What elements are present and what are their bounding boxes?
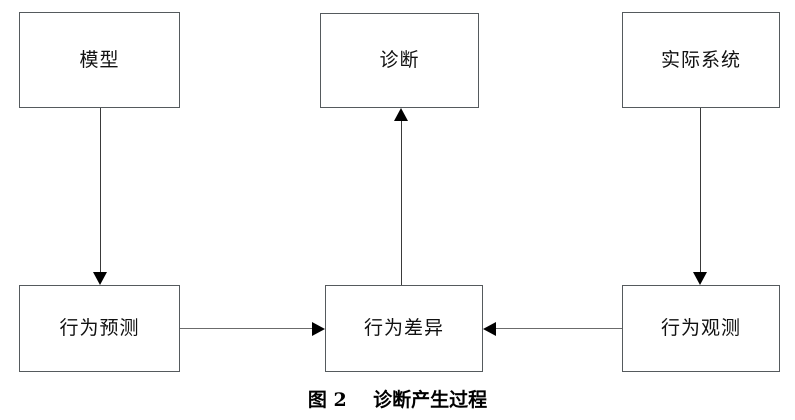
node-real-system: 实际系统	[622, 12, 780, 108]
node-behavior-prediction: 行为预测	[19, 285, 180, 372]
node-real-system-label: 实际系统	[660, 48, 741, 71]
node-diagnosis: 诊断	[320, 13, 479, 108]
edge-behavior-prediction-to-behavior-difference-line	[180, 328, 313, 329]
edge-real-system-to-behavior-observation-line	[700, 108, 701, 273]
arrow-down-icon-model-to-behavior-prediction	[93, 272, 107, 285]
edge-model-to-behavior-prediction-line	[100, 108, 101, 273]
edge-behavior-difference-to-diagnosis-line	[401, 121, 402, 285]
node-behavior-difference: 行为差异	[325, 285, 483, 372]
figure-caption: 图 2 诊断产生过程	[307, 389, 488, 411]
arrow-left-icon-behavior-observation-to-behavior-difference	[483, 322, 496, 336]
node-model: 模型	[19, 12, 180, 108]
arrow-right-icon-behavior-prediction-to-behavior-difference	[312, 322, 325, 336]
edge-behavior-observation-to-behavior-difference-line	[496, 328, 622, 329]
node-behavior-difference-label: 行为差异	[363, 317, 444, 339]
node-behavior-prediction-label: 行为预测	[59, 317, 140, 339]
node-behavior-observation-label: 行为观测	[660, 317, 741, 339]
arrow-down-icon-real-system-to-behavior-observation	[693, 272, 707, 285]
arrow-up-icon-behavior-difference-to-diagnosis	[394, 108, 408, 121]
node-behavior-observation: 行为观测	[622, 285, 780, 372]
node-diagnosis-label: 诊断	[379, 49, 420, 71]
node-model-label: 模型	[79, 48, 120, 71]
